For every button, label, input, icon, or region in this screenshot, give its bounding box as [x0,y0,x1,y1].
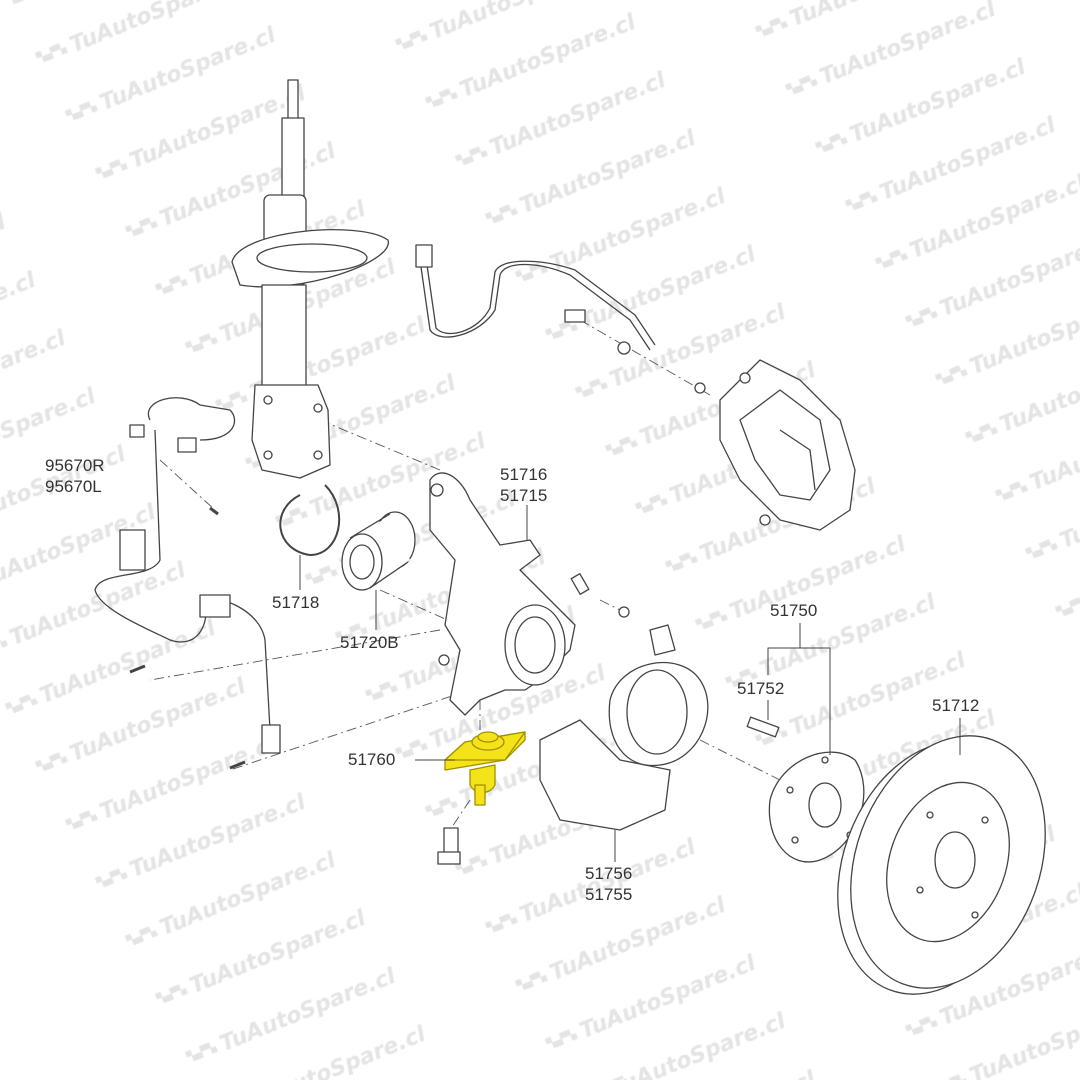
washer [618,606,630,618]
brake-disc [837,735,1046,995]
part-label-51750[interactable]: 51750 [770,601,818,620]
brake-caliper [719,359,856,531]
wheel-bearing [341,511,416,591]
part-label-51715[interactable]: 51715 [500,486,548,505]
strut-assembly [231,79,389,479]
leader-lines [299,505,961,862]
part-label-51760[interactable]: 51760 [348,750,396,769]
part-label-51716[interactable]: 51716 [500,465,548,484]
part-label-95670r[interactable]: 95670R [45,456,105,475]
abs-sensor-wire [94,397,281,770]
part-label-51712[interactable]: 51712 [932,696,980,715]
steering-knuckle [429,472,576,716]
hub-bolt [746,716,780,738]
part-label-95670l[interactable]: 95670L [45,477,102,496]
part-label-51720b[interactable]: 51720B [340,633,399,652]
part-label-51752[interactable]: 51752 [737,679,785,698]
snap-ring [279,484,341,556]
part-label-51756[interactable]: 51756 [585,864,633,883]
wheel-hub [768,751,865,863]
lower-bolt [437,827,461,865]
part-label-51718[interactable]: 51718 [272,593,320,612]
brake-hose [415,244,706,394]
part-label-51755[interactable]: 51755 [585,885,633,904]
ball-joint-highlighted [444,731,526,806]
knuckle-bolt [570,573,590,595]
dust-cover [539,624,709,831]
